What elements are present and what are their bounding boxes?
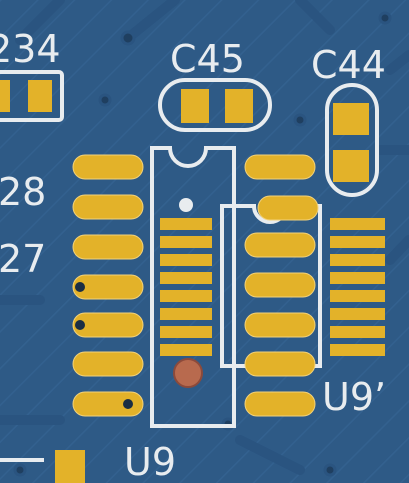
r34-pad — [0, 80, 10, 112]
r28-label: 28 — [0, 170, 46, 214]
dip-pad — [244, 391, 316, 417]
via — [13, 463, 27, 477]
soic-pad — [330, 236, 385, 248]
drill-hole — [75, 282, 85, 292]
soic-pad — [160, 290, 212, 302]
dip-pad — [244, 351, 316, 377]
drill-hole — [75, 320, 85, 330]
soic-pad — [160, 326, 212, 338]
r34-pad — [28, 80, 52, 112]
dip-pad — [244, 312, 316, 338]
drill-hole — [123, 399, 133, 409]
via — [293, 113, 307, 127]
soic-pad — [330, 218, 385, 230]
copper-traces — [0, 0, 409, 470]
dip-pad — [244, 154, 316, 180]
c45-outline — [158, 78, 272, 132]
soic-pad — [330, 308, 385, 320]
soic-pad — [330, 290, 385, 302]
r34-label: 234 — [0, 27, 61, 71]
dip-pad — [244, 232, 316, 258]
soic-pad — [160, 308, 212, 320]
c44-pad — [333, 150, 369, 182]
soic-pad — [330, 254, 385, 266]
c45-label: C45 — [170, 37, 245, 81]
via — [98, 93, 112, 107]
c44-pad — [333, 103, 369, 135]
u9-label: U9 — [124, 440, 176, 483]
soic-pad — [330, 326, 385, 338]
dip-pad — [72, 154, 144, 180]
u9-outline — [150, 146, 236, 428]
soic-pad — [160, 218, 212, 230]
via — [378, 11, 392, 25]
dip-pad — [72, 274, 144, 300]
dip-pad — [72, 234, 144, 260]
u9-dip-pads-right — [244, 154, 316, 417]
vias — [13, 11, 392, 477]
c44-outline — [325, 83, 379, 197]
soic-pad — [160, 272, 212, 284]
pad — [55, 450, 85, 483]
soic-pad — [330, 344, 385, 356]
u9-soic-pads-left — [160, 218, 212, 356]
soic-pad — [160, 236, 212, 248]
dip-pad — [244, 272, 316, 298]
r27-label: 27 — [0, 237, 46, 281]
c44-label: C44 — [311, 43, 386, 87]
via — [323, 463, 337, 477]
via — [120, 30, 136, 46]
pin1-marker — [179, 198, 193, 212]
soic-pad — [330, 272, 385, 284]
c45-pad — [181, 89, 209, 123]
dip-pad — [257, 195, 319, 221]
u9-soic-pads-right — [330, 218, 385, 356]
u9-dip-pads-left — [72, 154, 144, 417]
fiducial-marker — [173, 358, 203, 388]
soic-pad — [160, 344, 212, 356]
c45-pad — [225, 89, 253, 123]
soic-pad — [160, 254, 212, 266]
dip-pad — [72, 194, 144, 220]
u9-alt-label: U9’ — [322, 375, 386, 419]
dip-pad — [72, 312, 144, 338]
r34-outline — [0, 70, 64, 122]
dip-pad — [72, 351, 144, 377]
dip-pad — [72, 391, 144, 417]
